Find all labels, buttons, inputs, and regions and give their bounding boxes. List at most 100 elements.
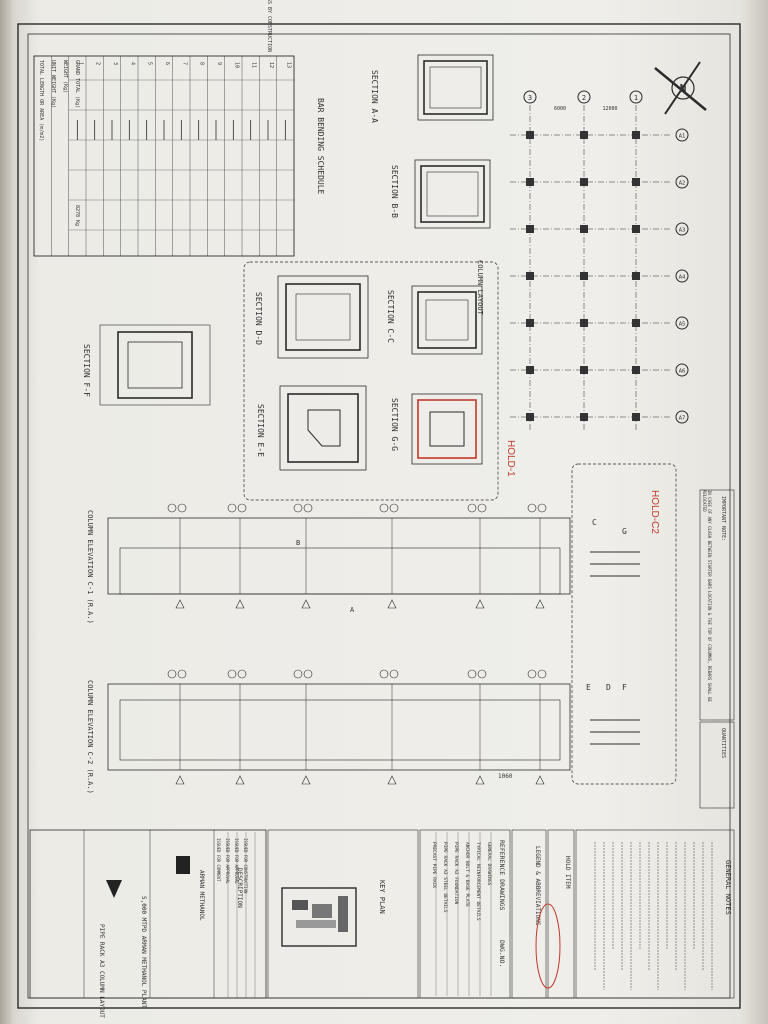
column-marker	[526, 272, 534, 280]
elevation-c2-levels	[167, 669, 547, 785]
elev-mark-e: E	[586, 683, 591, 692]
reference-drawing-item: GENERAL DRAWINGS	[486, 842, 492, 886]
section-b-b-title: SECTION B-B	[390, 165, 399, 218]
row-line-bubble	[675, 363, 689, 377]
reference-drawing-item: PIPE RACK A3 STEEL DETAILS	[442, 842, 448, 913]
span-dimension-2: 6000	[554, 106, 566, 112]
legend-box: LEGEND & ABBREVIATIONS	[511, 829, 547, 999]
row-line-label: A4	[679, 275, 686, 281]
reference-drawing-item: PRECAST PIPE RACK	[431, 842, 437, 888]
column-marker	[632, 366, 640, 374]
section-f-f: SECTION F-F	[82, 324, 211, 406]
elevation-detail-box	[571, 463, 677, 785]
bbs-row-number: 9	[216, 62, 222, 65]
reference-drawings: REFERENCE DRAWINGS DWG.NO. GENERAL DRAWI…	[419, 829, 511, 999]
revision-row: ISSUED FOR CONSTRUCTION	[243, 838, 248, 894]
revision-row: ISSUED FOR APPROVAL	[234, 838, 239, 884]
reference-drawing-item: TYPICAL REINFORCEMENT DETAILS	[475, 842, 481, 921]
column-elevation-c2: COLUMN ELEVATION C-2 (R.A.)	[86, 669, 571, 794]
reference-drawings-title: REFERENCE DRAWINGS	[498, 840, 506, 911]
north-arrow-circle	[671, 76, 695, 100]
quantities-title: QUANTITIES	[720, 728, 726, 758]
anchor-bolt-details	[590, 551, 640, 745]
section-g-g-title: SECTION G-G	[390, 398, 399, 451]
elevation-c1-title: COLUMN ELEVATION C-1 (R.A.)	[86, 510, 94, 624]
column-marker	[580, 272, 588, 280]
key-plan: KEY PLAN	[267, 829, 419, 999]
reference-dwg-no-label: DWG.NO.	[498, 940, 506, 967]
column-marker	[580, 366, 588, 374]
column-marker	[632, 413, 640, 421]
section-a-a-title: SECTION A-A	[370, 70, 379, 123]
column-marker	[580, 225, 588, 233]
title-block-description-label: DESCRIPTION	[236, 868, 243, 908]
reference-drawing-item: PIPE RACK A3 FOUNDATION	[453, 842, 459, 905]
row-line-label: A6	[679, 369, 686, 375]
column-line-2-label: 2	[582, 94, 586, 102]
bbs-row-number: 3	[112, 62, 118, 65]
quantities-box: QUANTITIES	[699, 721, 735, 809]
client-name: ARMAN METHANOL	[198, 870, 205, 921]
bbs-grand-total-label: GRAND TOTAL (Kg)	[74, 60, 80, 108]
column-marker	[632, 178, 640, 186]
sheet-inner-border	[27, 33, 731, 999]
bbs-weight: WEIGHT (Kg)	[62, 60, 68, 93]
row-line-label: A1	[679, 134, 686, 140]
elevation-c2-title: COLUMN ELEVATION C-2 (R.A.)	[86, 680, 94, 794]
bbs-grand-total-value: 8278 Kg	[74, 205, 80, 226]
column-marker	[580, 131, 588, 139]
general-notes-title: GENERAL NOTES	[724, 860, 732, 915]
legend-title: LEGEND & ABBREVIATIONS	[534, 846, 541, 926]
general-notes: GENERAL NOTES	[575, 829, 735, 999]
elevation-markers: B C G D E F A 1060	[296, 518, 627, 780]
client-logo	[176, 856, 190, 874]
section-c-c: SECTION C-C	[386, 285, 483, 355]
general-notes-lines	[594, 842, 713, 990]
north-label: N	[680, 82, 687, 95]
hold-item-box: HOLD ITEM	[547, 829, 575, 999]
bbs-row-number: 4	[129, 62, 135, 65]
title-block: DESCRIPTION ARMAN METHANOL 5,000 MTPD AR…	[29, 829, 267, 1018]
column-line-3-label: 3	[528, 94, 532, 102]
column-marker	[526, 319, 534, 327]
sheet-border	[17, 23, 741, 1009]
row-line-bubble	[675, 316, 689, 330]
column-marker	[632, 272, 640, 280]
section-g-g: SECTION G-G	[390, 393, 483, 465]
company-logo	[106, 880, 122, 898]
key-plan-title: KEY PLAN	[378, 880, 386, 914]
column-marker	[526, 413, 534, 421]
important-note-text: IN CASE OF ANY CLASH BETWEEN STARTER BAR…	[702, 490, 712, 702]
bbs-row-number: 7	[181, 62, 187, 65]
column-elevation-c1: COLUMN ELEVATION C-1 (R.A.)	[86, 503, 571, 624]
row-line-bubble	[675, 269, 689, 283]
revision-row: ISSUED FOR COMMENT	[216, 838, 221, 882]
section-e-e: SECTION E-E	[256, 385, 367, 471]
column-line-3-bubble	[523, 90, 537, 104]
revision-rows: ISSUED FOR CONSTRUCTION ISSUED FOR APPROV…	[216, 832, 256, 998]
important-note: IMPORTANT NOTE: IN CASE OF ANY CLASH BET…	[699, 489, 735, 721]
bbs-note: THE BAR BENDING IS ONLY ISSUED AS A GUID…	[260, 0, 272, 54]
bbs-row-number: 13	[285, 62, 291, 68]
elev-mark-g: G	[622, 527, 627, 536]
sections-group-box	[243, 261, 499, 501]
section-d-d-title: SECTION D-D	[254, 292, 263, 345]
bbs-row-number: 1	[77, 62, 83, 65]
column-marker	[580, 413, 588, 421]
elev-mark-c: C	[592, 518, 597, 527]
section-f-f-title: SECTION F-F	[82, 344, 91, 397]
north-arrow: N	[654, 61, 707, 115]
redline-markup	[535, 903, 561, 989]
section-d-d: SECTION D-D	[254, 275, 369, 359]
column-marker	[632, 225, 640, 233]
row-line-bubble	[675, 222, 689, 236]
bbs-row-number: 5	[147, 62, 153, 65]
section-e-e-title: SECTION E-E	[256, 404, 265, 457]
elev-mark-f: F	[622, 683, 627, 692]
elev-level: 1060	[498, 773, 513, 780]
column-line-bubbles: 1 2 3	[523, 90, 643, 104]
row-line-label: A5	[679, 322, 686, 328]
